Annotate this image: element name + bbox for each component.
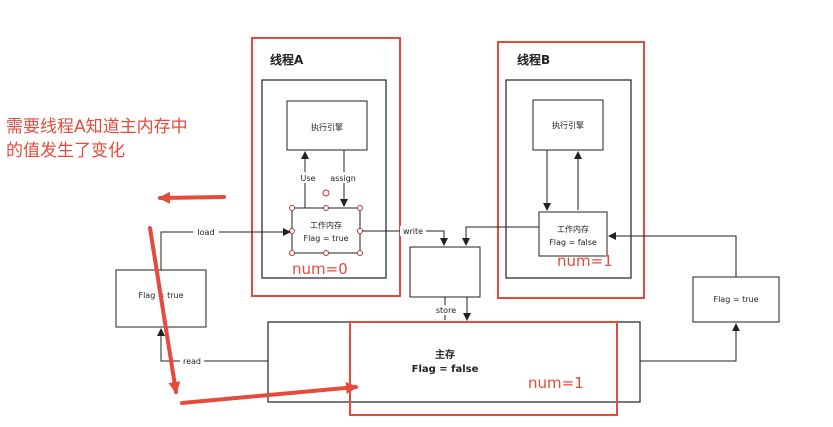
- write-edge: [362, 230, 448, 246]
- read-label: read: [183, 357, 201, 366]
- thread-b-wm-title: 工作内存: [557, 224, 589, 234]
- thread-b-frame: [497, 41, 645, 299]
- main-memory-counter: num=1: [528, 374, 584, 392]
- thread-b-inner-box: [505, 79, 632, 279]
- assign-label: assign: [330, 174, 356, 183]
- load-edge: [160, 228, 291, 270]
- store-label: store: [436, 306, 456, 315]
- thread-b-counter: num=1: [557, 252, 613, 270]
- red-arrow-down: [148, 226, 181, 394]
- red-arrow-right: [180, 381, 358, 405]
- selection-handles: [289, 189, 363, 256]
- thread-a-title: 线程A: [270, 52, 304, 67]
- thread-a-working-memory[interactable]: [291, 207, 361, 254]
- main-memory-title: 主存: [435, 348, 455, 361]
- thread-b-engine-box: [532, 99, 604, 151]
- thread-a-frame: [251, 37, 401, 297]
- use-label: Use: [301, 174, 316, 183]
- red-arrow-left: [158, 191, 226, 204]
- main-memory-highlight: [349, 321, 618, 416]
- write-label: write: [403, 227, 423, 236]
- read-edge: [157, 328, 268, 362]
- store-buffer-box: [409, 246, 481, 298]
- right-read-edge: [640, 323, 740, 362]
- annotation-line-2: 的值发生了变化: [6, 141, 125, 161]
- thread-b-wm-value: Flag = false: [549, 238, 597, 247]
- right-flag-box: [692, 276, 780, 323]
- main-memory-value: Flag = false: [412, 364, 479, 375]
- thread-a-inner-box: [261, 79, 387, 279]
- thread-b-title: 线程B: [517, 52, 550, 67]
- thread-a-wm-value: Flag = true: [303, 234, 348, 243]
- annotation-line-1: 需要线程A知道主内存中: [6, 117, 188, 137]
- thread-a-engine-box: [286, 100, 368, 151]
- thread-b-write-edge: [462, 226, 539, 246]
- thread-a-wm-title: 工作内存: [310, 220, 342, 230]
- right-load-edge: [608, 232, 737, 277]
- thread-a-counter: num=0: [292, 260, 348, 278]
- thread-b-working-memory: [538, 211, 608, 257]
- load-label: load: [197, 228, 214, 237]
- thread-a-engine-label: 执行引擎: [311, 122, 343, 132]
- right-flag-value: Flag = true: [713, 295, 758, 304]
- thread-b-engine-label: 执行引擎: [552, 120, 584, 130]
